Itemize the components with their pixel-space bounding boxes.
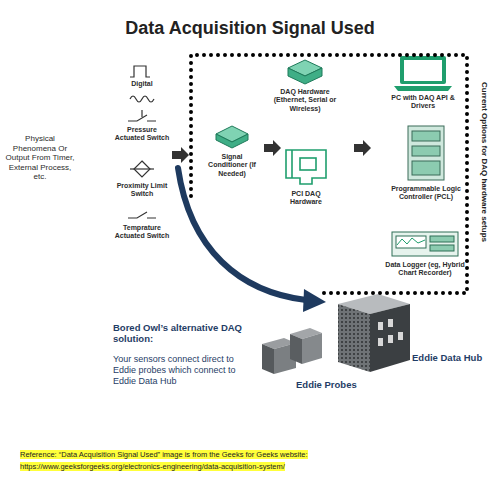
- curved-arrow: [178, 168, 326, 312]
- laptop-icon: [394, 56, 452, 91]
- eddie-data-hub-picture: [338, 294, 410, 372]
- pci-card-icon: [286, 150, 326, 184]
- product-name: Eddie Probes: [296, 379, 376, 390]
- eddie-probes-picture: [262, 328, 322, 374]
- plc-icon: [408, 126, 444, 180]
- diagram-title: Data Acquisition Signal Used: [0, 18, 500, 39]
- component-label: Signal Conditioner (If Needed): [203, 153, 261, 178]
- data-logger-icon: [392, 232, 458, 256]
- product-name: Eddie Data Hub: [412, 352, 496, 363]
- callout-heading: Bored Owl’s alternative DAQ solution:: [113, 322, 253, 345]
- reference-note: Reference: “Data Acquisition Signal Used…: [20, 449, 365, 473]
- component-label: PCI DAQ Hardware: [276, 190, 336, 207]
- signal-label: Temprature Actuated Switch: [111, 224, 173, 241]
- component-label: DAQ Hardware (Ethernet, Serial or Wirele…: [265, 88, 345, 113]
- component-label: Programmable Logic Controller (PCL): [386, 185, 466, 202]
- callout-body: Your sensors connect direct to Eddie pro…: [113, 354, 253, 386]
- input-label: Physical Phenomena Or Output From Timer,…: [5, 134, 75, 182]
- region-heading: Current Options for DAQ hardware setups: [480, 82, 489, 242]
- signal-label: Pressure Actuated Switch: [112, 126, 172, 143]
- component-label: PC with DAQ API & Drivers: [383, 94, 463, 111]
- component-label: Data Logger (eg, Hybrid Chart Recorder): [385, 261, 465, 278]
- daq-hardware-icon: [288, 60, 322, 84]
- signal-label: Proximity Limit Switch: [112, 182, 172, 199]
- flow-arrows: [172, 140, 371, 163]
- signal-conditioner-icon: [216, 126, 248, 148]
- reference-text: Reference: “Data Acquisition Signal Used…: [20, 450, 308, 471]
- signal-label: Digital: [112, 80, 172, 88]
